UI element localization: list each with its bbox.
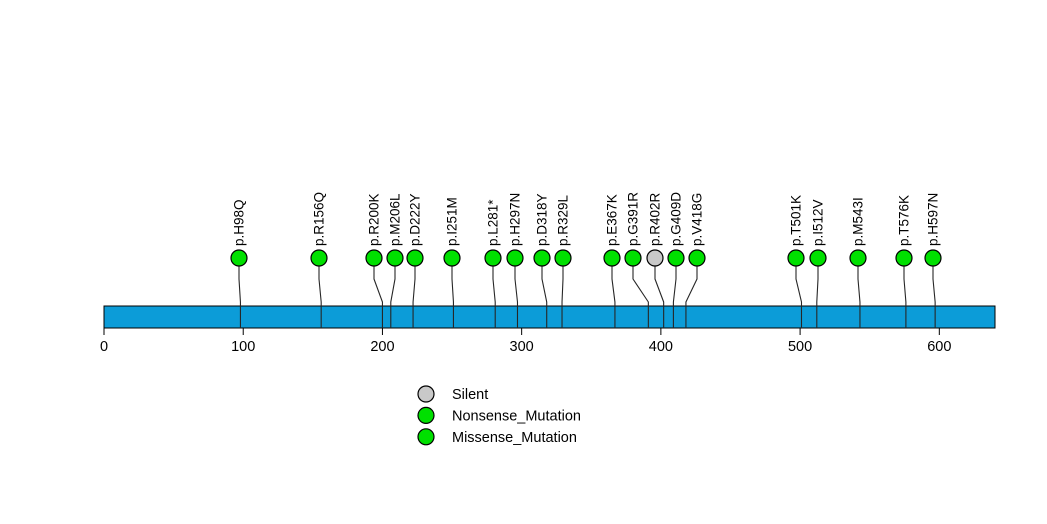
mutation-label: p.G409D	[669, 192, 684, 246]
mutation-marker	[365, 249, 383, 267]
mutation-marker	[554, 249, 572, 267]
mutation-stick	[611, 266, 616, 328]
mutation-label: p.G391R	[626, 192, 641, 246]
mutation-label: p.H297N	[508, 193, 523, 246]
mutation-stick	[654, 266, 665, 328]
mutation-marker	[688, 249, 706, 267]
mutation-stick	[903, 266, 907, 328]
mutation-label: p.M543I	[851, 197, 866, 246]
mutation-stick	[412, 266, 416, 328]
mutation-marker	[406, 249, 424, 267]
axis-tick-label: 200	[370, 339, 394, 355]
mutation-label: p.V418G	[690, 193, 705, 246]
mutation-stick	[632, 266, 649, 328]
mutation-marker	[809, 249, 827, 267]
axis-tick-label: 600	[927, 339, 951, 355]
mutation-marker	[506, 249, 524, 267]
mutation-label: p.R200K	[367, 193, 382, 246]
mutation-label: p.T501K	[789, 195, 804, 246]
mutation-stick	[816, 266, 819, 328]
protein-domain-bar	[103, 305, 996, 329]
mutation-stick	[672, 266, 677, 328]
mutation-marker	[924, 249, 942, 267]
mutation-label: p.E367K	[605, 194, 620, 246]
mutation-stick	[492, 266, 496, 328]
mutation-stick	[318, 266, 322, 328]
axis-tick-label: 500	[788, 339, 812, 355]
legend-marker-icon	[417, 428, 435, 446]
axis-tick-label: 300	[510, 339, 534, 355]
axis-tick-label: 400	[649, 339, 673, 355]
legend-label: Silent	[452, 387, 488, 403]
mutation-label: p.H597N	[926, 193, 941, 246]
axis-tick-label: 0	[100, 339, 108, 355]
mutation-marker	[443, 249, 461, 267]
mutation-marker	[667, 249, 685, 267]
mutation-stick	[795, 266, 803, 328]
mutation-stick	[561, 266, 564, 328]
mutation-label: p.R402R	[648, 192, 663, 246]
mutation-stick	[238, 266, 241, 328]
mutation-stick	[857, 266, 861, 328]
mutation-marker	[849, 249, 867, 267]
mutation-stick	[685, 266, 698, 328]
mutation-marker	[895, 249, 913, 267]
mutation-stick	[514, 266, 519, 328]
mutation-label: p.R156Q	[312, 192, 327, 246]
mutation-label: p.I251M	[445, 197, 460, 246]
legend-marker-icon	[417, 385, 435, 403]
mutation-label: p.M206L	[388, 193, 403, 246]
mutation-marker	[646, 249, 664, 267]
axis-tick-label: 100	[231, 339, 255, 355]
legend-label: Missense_Mutation	[452, 430, 577, 446]
mutation-marker	[624, 249, 642, 267]
mutation-marker	[310, 249, 328, 267]
mutation-label: p.H98Q	[232, 199, 247, 246]
mutation-label: p.D318Y	[535, 193, 550, 246]
mutation-marker	[230, 249, 248, 267]
mutation-label: p.R329L	[556, 194, 571, 246]
mutation-stick	[373, 266, 383, 328]
mutation-stick	[541, 266, 548, 328]
legend-label: Nonsense_Mutation	[452, 408, 581, 424]
legend-marker-icon	[417, 406, 435, 424]
mutation-marker	[787, 249, 805, 267]
mutation-label: p.T576K	[897, 195, 912, 246]
mutation-marker	[603, 249, 621, 267]
mutation-stick	[390, 266, 396, 328]
mutation-label: p.I512V	[811, 199, 826, 246]
mutation-label: p.D222Y	[408, 193, 423, 246]
mutation-stick	[932, 266, 936, 328]
mutation-marker	[484, 249, 502, 267]
mutation-marker	[386, 249, 404, 267]
mutation-stick	[451, 266, 454, 328]
mutation-marker	[533, 249, 551, 267]
mutation-label: p.L281*	[486, 199, 501, 246]
